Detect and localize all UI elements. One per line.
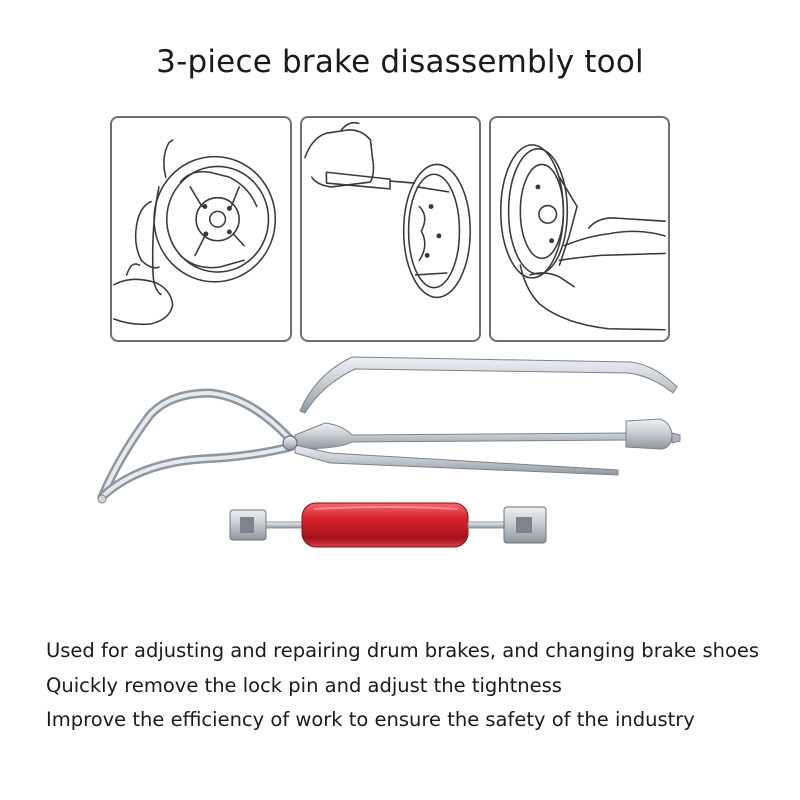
brake-shoe-illustration (499, 144, 666, 331)
feature-list: Used for adjusting and repairing drum br… (46, 634, 786, 738)
illustration-panel-2 (300, 116, 481, 342)
brake-drum-illustration (113, 139, 277, 326)
illustration-panel-3 (489, 116, 670, 342)
feature-item: Improve the efficiency of work to ensure… (46, 708, 695, 731)
product-tools (97, 356, 681, 548)
feature-item: Quickly remove the lock pin and adjust t… (46, 673, 562, 697)
illustration-panel-1 (110, 116, 292, 342)
brake-spring-spoon (299, 356, 678, 414)
brake-adjuster-screwdriver (229, 502, 547, 548)
feature-item: Used for adjusting and repairing drum br… (46, 639, 760, 662)
brake-adjuster-illustration (304, 121, 471, 299)
brake-spring-pliers (97, 388, 681, 504)
page-title: 3-piece brake disassembly tool (156, 44, 644, 80)
